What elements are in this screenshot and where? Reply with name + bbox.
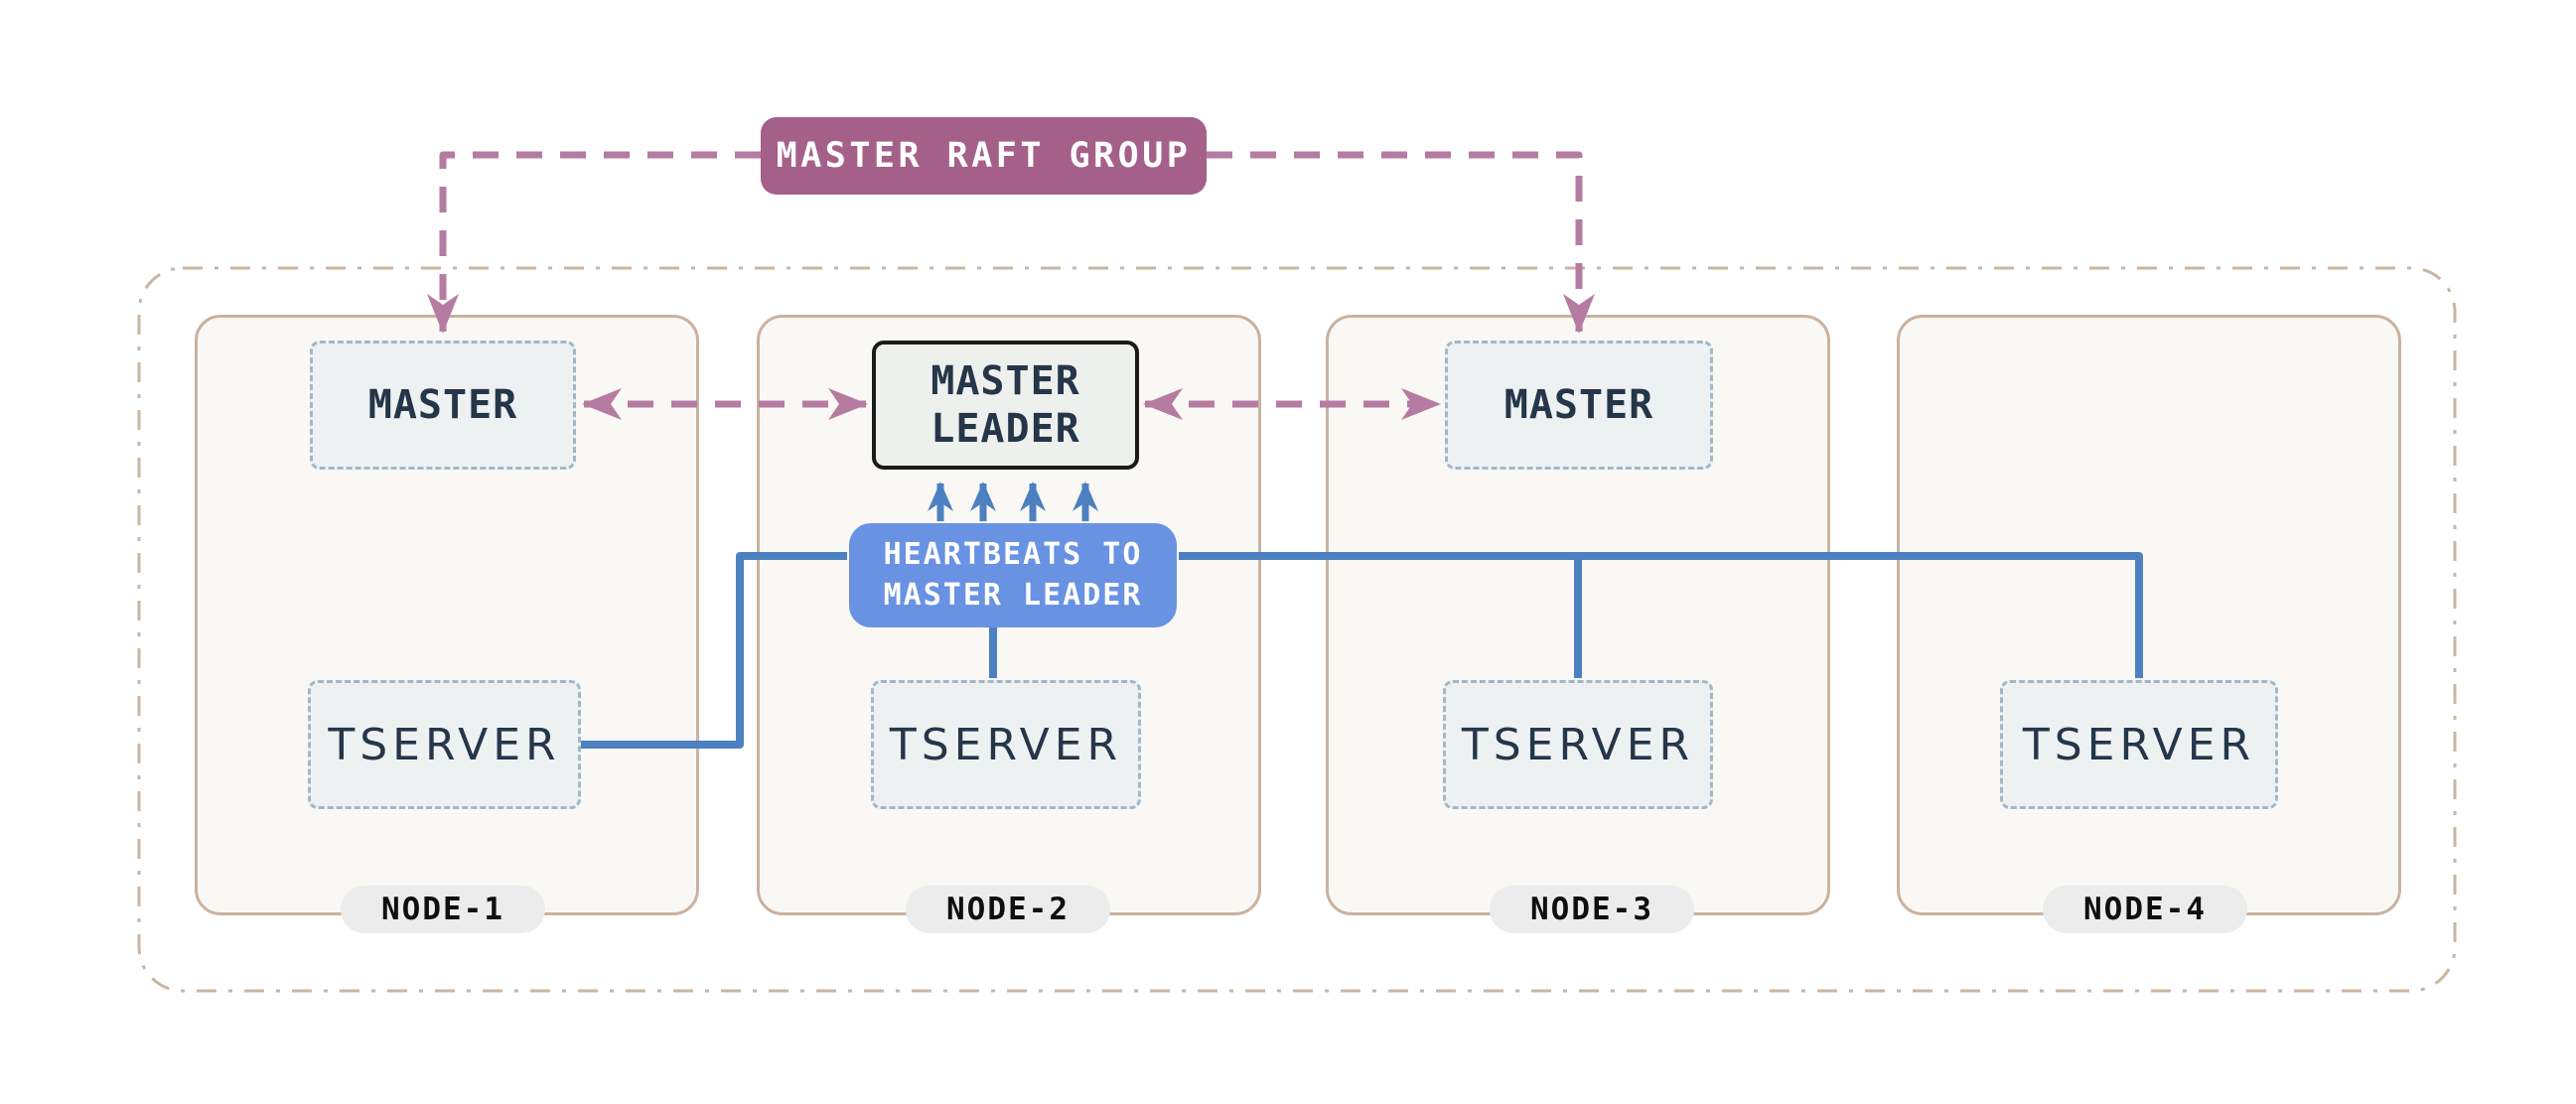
node-4-name: NODE-4 (2083, 892, 2207, 927)
node-3-name-pill: NODE-3 (1490, 886, 1694, 933)
node-3-master-box: MASTER (1445, 341, 1713, 470)
node-2-tserver-label: TSERVER (889, 719, 1123, 770)
node-3-name: NODE-3 (1530, 892, 1653, 927)
node-3-tserver-box: TSERVER (1443, 680, 1713, 809)
node-2-name-pill: NODE-2 (906, 886, 1110, 933)
node-4-name-pill: NODE-4 (2043, 886, 2247, 933)
tserver4-heartbeat-line (1179, 552, 2143, 678)
heartbeats-label: HEARTBEATS TO MASTER LEADER (849, 523, 1177, 627)
heartbeats-label-line1: HEARTBEATS TO (883, 537, 1143, 572)
node-1-master-box: MASTER (310, 341, 576, 470)
node-1-name-pill: NODE-1 (341, 886, 545, 933)
node-2-name: NODE-2 (946, 892, 1070, 927)
node-1-tserver-box: TSERVER (308, 680, 581, 809)
cluster-boundary (137, 266, 2457, 993)
node-3-tserver-label: TSERVER (1461, 719, 1695, 770)
node-4-tserver-label: TSERVER (2022, 719, 2256, 770)
node-1-tserver-label: TSERVER (328, 719, 561, 770)
master-leader-label: MASTER LEADER (930, 358, 1080, 452)
heartbeats-label-line2: MASTER LEADER (883, 577, 1143, 613)
raft-to-node1-master-arrow (427, 151, 761, 334)
node-4-container (1897, 315, 2401, 915)
node-1-name: NODE-1 (381, 892, 504, 927)
node-4-tserver-box: TSERVER (2000, 680, 2278, 809)
master-raft-group-label: MASTER RAFT GROUP (761, 117, 1207, 195)
tserver1-heartbeat-line (581, 552, 847, 749)
master-leader-box: MASTER LEADER (872, 341, 1139, 470)
master-raft-group-text: MASTER RAFT GROUP (776, 136, 1192, 176)
raft-to-node3-master-arrow (1207, 151, 1595, 334)
node-3-master-label: MASTER (1503, 382, 1654, 428)
node-1-master-label: MASTER (367, 382, 518, 428)
node-2-tserver-box: TSERVER (871, 680, 1141, 809)
